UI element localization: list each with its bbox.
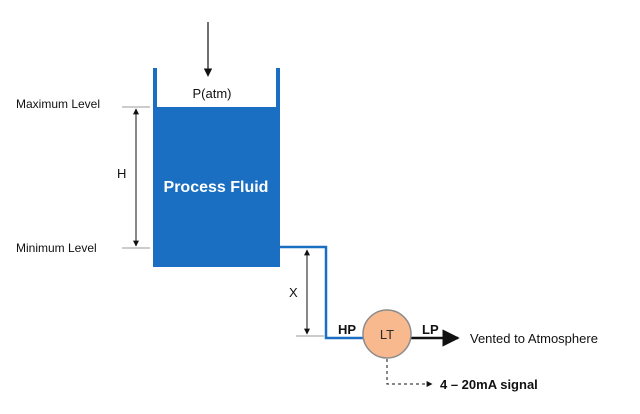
process-fluid xyxy=(153,107,280,267)
level-transmitter xyxy=(362,309,412,359)
vent-label: Vented to Atmosphere xyxy=(470,331,598,346)
offset-label: X xyxy=(289,285,298,300)
signal-label: 4 – 20mA signal xyxy=(440,377,538,392)
height-label: H xyxy=(117,166,126,181)
transmitter-label: LT xyxy=(380,327,394,342)
pressure-label: P(atm) xyxy=(193,86,232,101)
high-pressure-label: HP xyxy=(338,322,356,337)
max-level-label: Maximum Level xyxy=(16,97,100,111)
process-fluid-label: Process Fluid xyxy=(164,179,269,196)
low-pressure-label: LP xyxy=(422,322,439,337)
signal-line xyxy=(386,359,433,387)
min-level-label: Minimum Level xyxy=(16,241,97,255)
impulse-line xyxy=(278,245,363,340)
